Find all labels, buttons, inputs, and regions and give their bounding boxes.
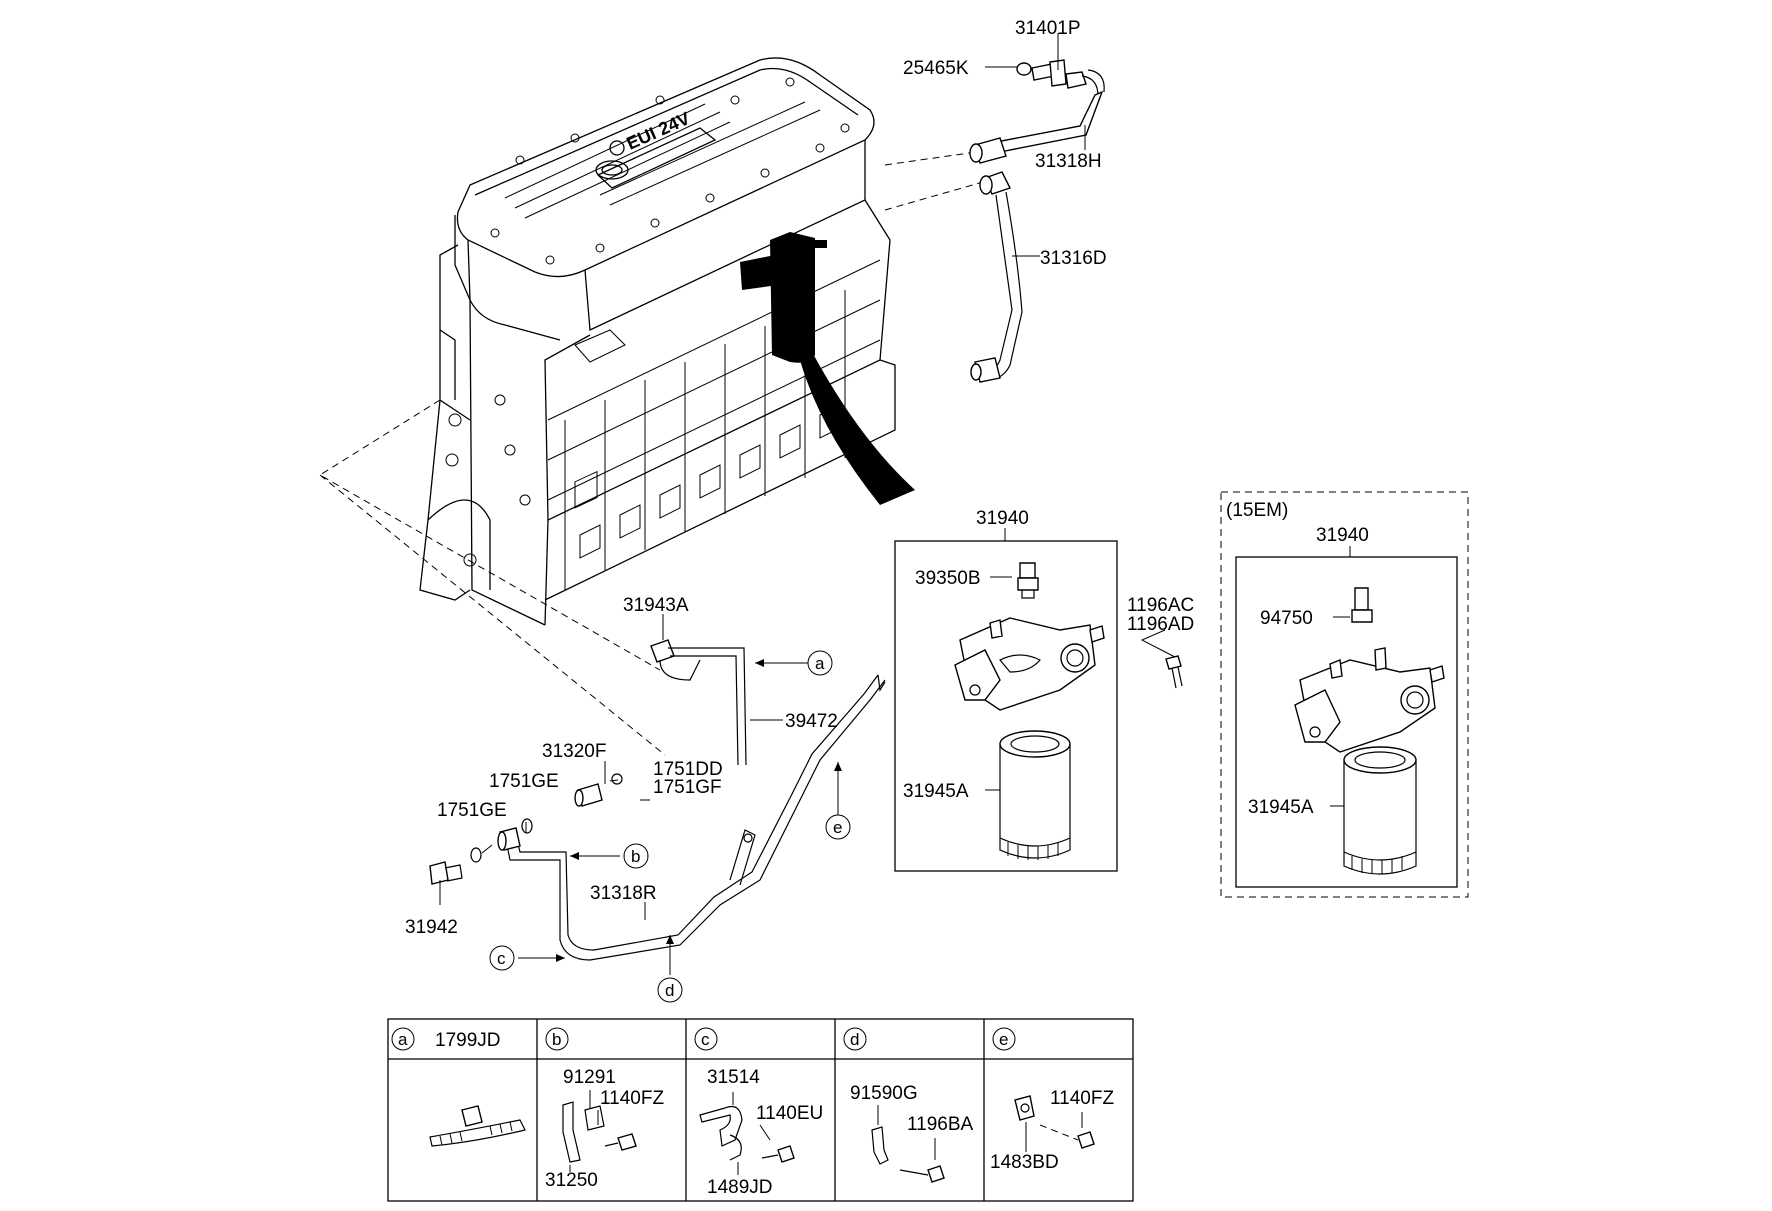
legend-a-clip — [429, 1105, 526, 1147]
ref-circle-c — [489, 945, 515, 971]
label-1751GE-a: 1751GE — [489, 771, 559, 792]
variant-filter-head — [1294, 587, 1445, 753]
leader-lines — [439, 33, 1351, 920]
label-1751GF: 1751GF — [653, 777, 722, 798]
label-31945A-main: 31945A — [903, 781, 969, 802]
filter-location-marker — [740, 232, 915, 505]
ref-circle-e — [825, 814, 851, 840]
label-25465K: 25465K — [903, 58, 969, 79]
label-31401P: 31401P — [1015, 18, 1081, 39]
label-31318R: 31318R — [590, 883, 657, 904]
label-31320F: 31320F — [542, 741, 606, 762]
label-31940-alt: 31940 — [1316, 525, 1369, 546]
ref-letter-e: e — [833, 818, 842, 837]
legend-c-clamp — [699, 1092, 795, 1175]
filter-assembly-box — [894, 540, 1118, 872]
ref-letter-d: d — [665, 981, 674, 1000]
label-1196AC: 1196AC — [1127, 595, 1194, 616]
bolt-1196AC — [1165, 655, 1183, 689]
fuel-filter-head — [954, 562, 1105, 711]
variant-15em-box — [1220, 491, 1469, 898]
label-31942: 31942 — [405, 917, 458, 938]
fuel-filter-element — [999, 730, 1071, 860]
reference-line-pipe — [884, 179, 991, 211]
ref-letter-b: b — [631, 847, 640, 866]
ref-letter-a: a — [815, 654, 825, 673]
ref-circle-a — [807, 650, 833, 676]
label-1196AD: 1196AD — [1127, 614, 1194, 635]
legend-b-part-1: 91291 — [563, 1067, 616, 1088]
legend-b-part-2: 1140FZ — [600, 1088, 664, 1109]
legend-letter-e: e — [999, 1030, 1008, 1049]
fuel-pipe-31318R — [506, 674, 886, 961]
label-31318H: 31318H — [1035, 151, 1102, 172]
label-31316D: 31316D — [1040, 248, 1107, 269]
legend-letter-b: b — [552, 1030, 561, 1049]
label-31943A: 31943A — [623, 595, 689, 616]
legend-table — [387, 1018, 1134, 1202]
ref-circle-d — [657, 977, 683, 1003]
ref-circle-b — [623, 843, 649, 869]
label-1751GE-b: 1751GE — [437, 800, 507, 821]
reference-line-block-lower — [319, 474, 666, 756]
label-94750: 94750 — [1260, 608, 1313, 629]
label-1751DD: 1751DD — [653, 759, 723, 780]
fuel-return-rail — [969, 59, 1105, 164]
legend-letter-c: c — [701, 1030, 710, 1049]
legend-b-bracket — [562, 1090, 637, 1172]
label-31940-main: 31940 — [976, 508, 1029, 529]
legend-b-part-3: 31250 — [545, 1170, 598, 1191]
ref-letter-c: c — [497, 949, 506, 968]
legend-c-part-2: 1140EU — [756, 1103, 823, 1124]
engine-block — [419, 57, 896, 626]
fuel-pipe-39472 — [650, 639, 747, 766]
variant-filter-element — [1343, 746, 1417, 875]
legend-letter-d: d — [850, 1030, 859, 1049]
label-15EM: (15EM) — [1226, 500, 1288, 521]
reference-line-block-left — [319, 399, 661, 671]
legend-letter-a: a — [398, 1030, 408, 1049]
legend-d-clip — [871, 1105, 945, 1183]
fuel-pipe-31316D — [970, 171, 1023, 383]
pipe-fittings — [429, 773, 623, 885]
legend-e-part-2: 1483BD — [990, 1152, 1059, 1173]
variant-filter-box — [1235, 556, 1458, 888]
legend-e-clip — [1014, 1095, 1095, 1152]
legend-c-part-3: 1489JD — [707, 1177, 773, 1198]
legend-e-part-1: 1140FZ — [1050, 1088, 1114, 1109]
reference-arrows — [518, 659, 842, 975]
legend-a-part: 1799JD — [435, 1030, 501, 1051]
legend-d-part-2: 1196BA — [907, 1114, 974, 1135]
legend-d-part-1: 91590G — [850, 1083, 918, 1104]
label-39472: 39472 — [785, 711, 838, 732]
label-31945A-alt: 31945A — [1248, 797, 1314, 818]
label-39350B: 39350B — [915, 568, 981, 589]
legend-c-part-1: 31514 — [707, 1067, 760, 1088]
